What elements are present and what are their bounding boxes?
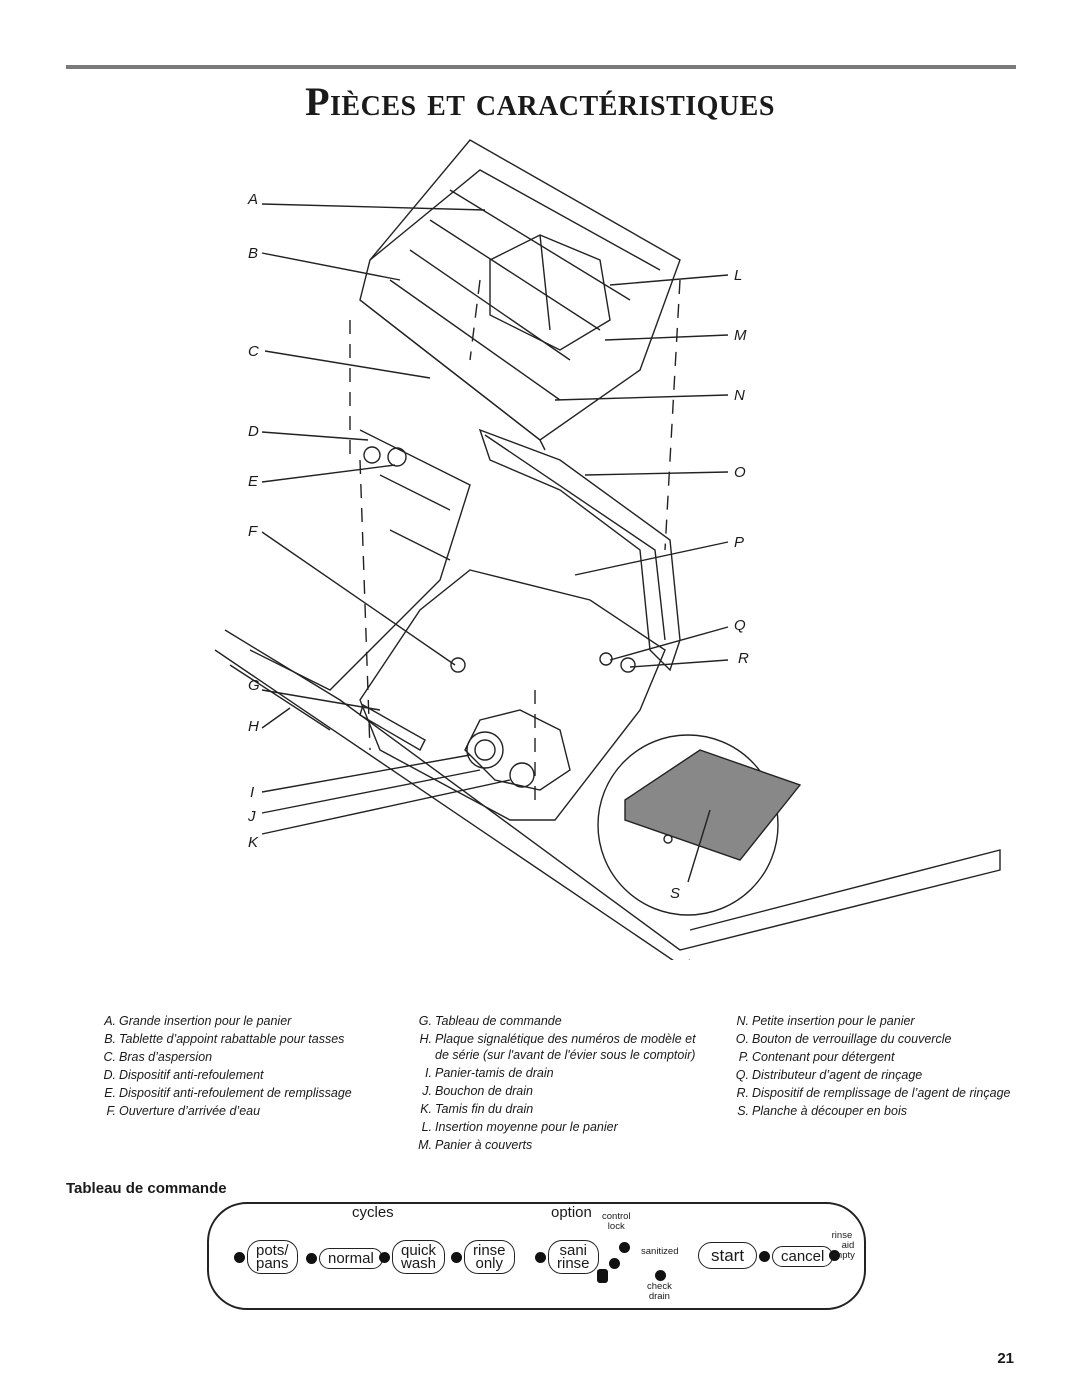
led-icon [306, 1253, 317, 1264]
label-A: A [247, 191, 258, 208]
start-button[interactable]: start [696, 1242, 758, 1269]
legend-item: M.Panier à couverts [418, 1138, 533, 1152]
page-number: 21 [997, 1350, 1014, 1367]
cancel-button[interactable]: cancel [759, 1246, 834, 1267]
led-icon [535, 1251, 546, 1263]
sanitized-indicator: sanitized [641, 1246, 679, 1257]
legend-item: Q.Distributeur d’agent de rinçage [735, 1068, 923, 1082]
legend-column-3: N.Petite insertion pour le panier O.Bout… [733, 1013, 1023, 1121]
legend-item: S.Planche à découper en bois [737, 1104, 907, 1118]
legend-item: B.Tablette d’appoint rabattable pour tas… [104, 1032, 345, 1046]
legend-item: F.Ouverture d’arrivée d’eau [106, 1104, 261, 1118]
control-panel-heading: Tableau de commande [66, 1180, 227, 1197]
cycles-label: cycles [352, 1204, 394, 1221]
legend-item: L.Insertion moyenne pour le panier [421, 1120, 618, 1134]
legend-item: N.Petite insertion pour le panier [736, 1014, 915, 1028]
legend-item: K.Tamis fin du drain [420, 1102, 534, 1116]
legend-item: I.Panier-tamis de drain [425, 1066, 554, 1080]
legend-item: C.Bras d’aspersion [103, 1050, 213, 1064]
lock-icon [597, 1269, 608, 1283]
legend-item: A.Grande insertion pour le panier [104, 1014, 292, 1028]
label-B: B [248, 245, 258, 262]
led-icon [451, 1251, 462, 1263]
label-M: M [734, 327, 747, 344]
led-icon [234, 1251, 245, 1263]
label-I: I [250, 784, 254, 801]
led-icon [379, 1251, 390, 1263]
label-N: N [734, 387, 745, 404]
label-F: F [248, 523, 258, 540]
led-icon [829, 1250, 840, 1261]
legend-item: P.Contenant pour détergent [738, 1050, 895, 1064]
label-S: S [670, 885, 680, 902]
legend-item: D.Dispositif anti-refoulement [103, 1068, 264, 1082]
label-O: O [734, 464, 746, 481]
legend-item: J.Bouchon de drain [422, 1084, 533, 1098]
option-label: option [551, 1204, 592, 1221]
label-L: L [734, 267, 742, 284]
led-icon [759, 1251, 770, 1262]
label-J: J [247, 808, 256, 825]
dishwasher-diagram: A B C D E F G H I J K L M N O P Q R S [214, 139, 1001, 960]
label-G: G [248, 677, 260, 694]
label-K: K [248, 834, 259, 851]
led-icon [619, 1242, 630, 1253]
label-C: C [248, 343, 259, 360]
top-rule [66, 65, 1016, 69]
label-Q: Q [734, 617, 746, 634]
legend-item: R.Dispositif de remplissage de l’agent d… [736, 1086, 1011, 1100]
legend-column-2: G.Tableau de commande H.Plaque signaléti… [416, 1013, 706, 1155]
normal-button[interactable]: normal [306, 1248, 383, 1269]
label-R: R [738, 650, 749, 667]
pots-pans-button[interactable]: pots/pans [234, 1240, 298, 1274]
label-E: E [248, 473, 259, 490]
legend-item: E.Dispositif anti-refoulement de remplis… [104, 1086, 352, 1100]
legend-column-1: A.Grande insertion pour le panier B.Tabl… [100, 1013, 380, 1121]
label-H: H [248, 718, 259, 735]
led-icon [609, 1258, 620, 1269]
legend-item: G.Tableau de commande [418, 1014, 562, 1028]
led-icon [655, 1270, 666, 1281]
label-D: D [248, 423, 259, 440]
page-title: Pièces et caractéristiques [305, 79, 775, 124]
legend-item: O.Bouton de verrouillage du couvercle [735, 1032, 952, 1046]
label-P: P [734, 534, 744, 551]
legend-item: H.Plaque signalétique des numéros de mod… [419, 1032, 696, 1062]
